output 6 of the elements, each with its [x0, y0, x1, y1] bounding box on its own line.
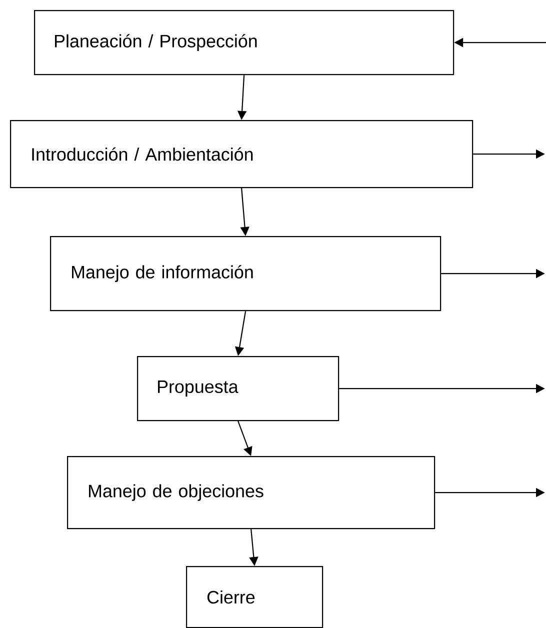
process-box: Introducción / Ambientación	[10, 120, 474, 188]
process-box: Cierre	[186, 566, 324, 628]
process-box: Planeación / Prospección	[34, 10, 454, 76]
process-box: Manejo de información	[50, 236, 442, 312]
process-box: Manejo de objeciones	[67, 456, 436, 530]
process-box: Propuesta	[137, 356, 340, 422]
